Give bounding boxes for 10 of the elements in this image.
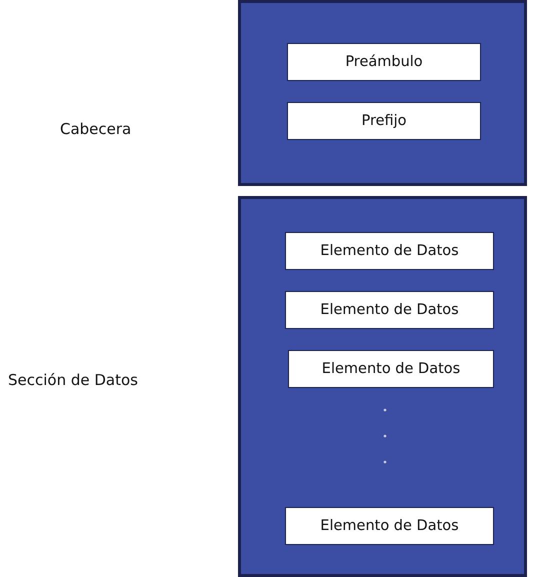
section-heading: Cabecera (60, 120, 132, 138)
text-box: Elemento de Datos (285, 507, 494, 545)
text-box: Elemento de Datos (285, 232, 494, 270)
text-box: Preámbulo (287, 43, 481, 81)
section-panel (238, 196, 527, 577)
text-box: Elemento de Datos (288, 350, 494, 388)
text-box: Elemento de Datos (285, 291, 494, 329)
section-panel (238, 0, 527, 186)
text-box: Prefijo (287, 102, 481, 140)
section-heading: Sección de Datos (8, 371, 138, 389)
